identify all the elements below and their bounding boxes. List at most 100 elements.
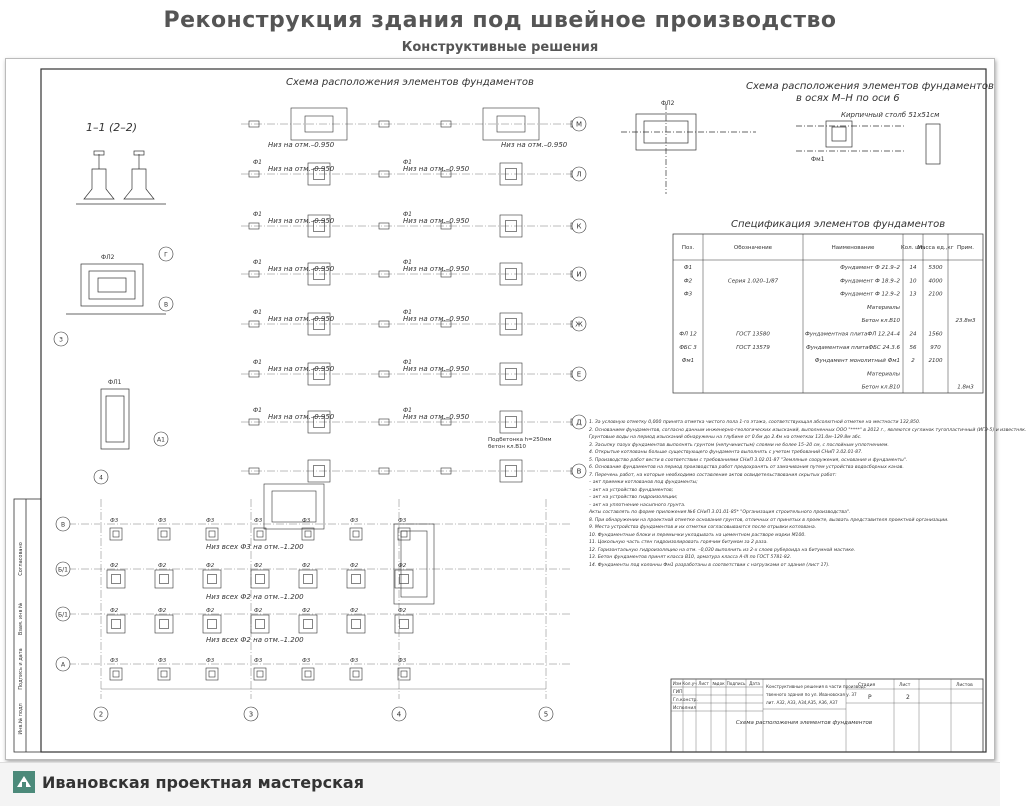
small-footing [378, 467, 390, 475]
level-label: Низ на отм.–0.950 [403, 365, 470, 373]
footing-column [313, 318, 325, 330]
f1-tag: Ф1 [253, 359, 262, 366]
side-strip-label: Инв.№ подл [18, 703, 24, 734]
spec-cell: Фундаментная плитаФБС 24.3.6 [806, 345, 900, 351]
level-label: Низ на отм.–0.950 [403, 315, 470, 323]
footing-column [505, 268, 517, 280]
level-label: Низ на отм.–0.950 [501, 141, 568, 149]
footing-column [111, 619, 121, 629]
level-label: Низ на отм.–0.950 [403, 217, 470, 225]
note-line: Грунтовые воды на период изысканий обнар… [589, 435, 862, 440]
fm1-tag-side: Фм1 [811, 156, 825, 163]
foundation-footing [307, 459, 331, 483]
axis-label: Б/1 [58, 567, 68, 574]
f1-tag: Ф1 [403, 309, 412, 316]
axis-bubble: Д [571, 414, 587, 430]
footing-column [505, 220, 517, 232]
note-line: – акт на уплотнение насыпного грунта. [589, 502, 686, 508]
f1-tag: Ф1 [253, 309, 262, 316]
axis-label: Д [576, 419, 582, 427]
side-strip-label: Взам. инв № [18, 602, 24, 635]
f1-tag: Ф1 [403, 359, 412, 366]
spec-cell: ГОСТ 13580 [736, 332, 770, 338]
small-footing [440, 370, 452, 378]
footing-column [256, 530, 264, 538]
stamp-label: Дата [749, 681, 760, 686]
side-strip-label: Подпись и дата [18, 648, 24, 689]
foundation-footing [250, 614, 270, 634]
f-tag: Ф3 [350, 658, 359, 664]
foundation-footing [301, 527, 315, 541]
stamp-label: Кол.уч [682, 681, 697, 686]
axis-label: В [577, 468, 582, 476]
axis-bubble: 2 [93, 706, 109, 722]
foundation-footing [157, 527, 171, 541]
f-tag: Ф2 [350, 563, 359, 569]
footing-column [313, 465, 325, 477]
spec-cell: Материалы [867, 371, 901, 377]
foundation-footing [307, 362, 331, 386]
footing-column [304, 530, 312, 538]
f-tag: Ф3 [158, 518, 167, 524]
axis-bubble: В [571, 463, 587, 479]
footing-column [111, 574, 121, 584]
small-footing [378, 120, 390, 128]
footing-column [400, 530, 408, 538]
level-label: Низ на отм.–0.950 [403, 265, 470, 273]
fl2-tag-left: ФЛ2 [101, 254, 115, 261]
spec-header-cell: Обозначение [734, 245, 773, 251]
level-f2-note: Низ всех Ф2 на отм.–1.200 [206, 593, 304, 601]
spec-cell: Ф3 [684, 292, 693, 298]
small-footing [248, 270, 260, 278]
note-line: 4. Открытые котлованы больше существующе… [589, 450, 863, 455]
spec-cell: Фм1 [682, 358, 694, 364]
spec-cell: Фундамент Ф 18.9–2 [840, 278, 900, 284]
foundation-footing [205, 667, 219, 681]
footing-column [351, 574, 361, 584]
foundation-footing [157, 667, 171, 681]
stamp-stage-label: Стадия [858, 682, 876, 688]
axis-bubble: Г [158, 246, 174, 262]
axis-bubble: 4 [391, 706, 407, 722]
note-line: 11. Цокольную часть стен гидроизолироват… [589, 540, 768, 545]
level-f3-note: Низ всех Ф3 на отм.–1.200 [206, 543, 304, 551]
axis-bubble: 3 [53, 331, 69, 347]
footing-column [255, 619, 265, 629]
axis-label: 5 [544, 711, 548, 719]
foundation-footing [349, 667, 363, 681]
note-line: 1. За условную отметку 0,000 принята отм… [589, 420, 921, 425]
note-line: – акт на устройство гидроизоляции; [589, 495, 678, 500]
fl2-strip-footing [263, 483, 325, 530]
f-tag: Ф3 [302, 518, 311, 524]
level-label: Низ на отм.–0.950 [268, 141, 335, 149]
f-tag: Ф2 [350, 608, 359, 614]
axis-bubble: Л [571, 166, 587, 182]
small-footing [378, 222, 390, 230]
spec-header-cell: Кол. шт. [901, 245, 926, 251]
note-line: 13. Бетон фундаментов принят класса В10,… [589, 555, 792, 560]
spec-cell: Фундамент Ф 12.9–2 [840, 292, 900, 298]
f-tag: Ф3 [254, 658, 263, 664]
foundation-footing [394, 569, 414, 589]
small-footing [378, 170, 390, 178]
fl2-strip-footing-inner [271, 490, 317, 523]
footing-column [207, 574, 217, 584]
f1-tag: Ф1 [253, 211, 262, 218]
footing-column [208, 530, 216, 538]
fl2-tag-side: ФЛ2 [661, 100, 675, 107]
stamp-role: Исполнил [673, 705, 696, 711]
small-footing [248, 222, 260, 230]
small-footing [440, 270, 452, 278]
stamp-project-line1: Конструктивные решения в части производс [766, 684, 867, 689]
spec-cell: Ф1 [684, 265, 692, 271]
spec-cell: Фундаментная плитаФЛ 12.24–4 [805, 332, 900, 338]
footing-column [505, 416, 517, 428]
concrete-note-2: бетон кл.В10 [488, 444, 527, 450]
spec-cell: 14 [910, 265, 917, 271]
f1-tag: Ф1 [403, 407, 412, 414]
